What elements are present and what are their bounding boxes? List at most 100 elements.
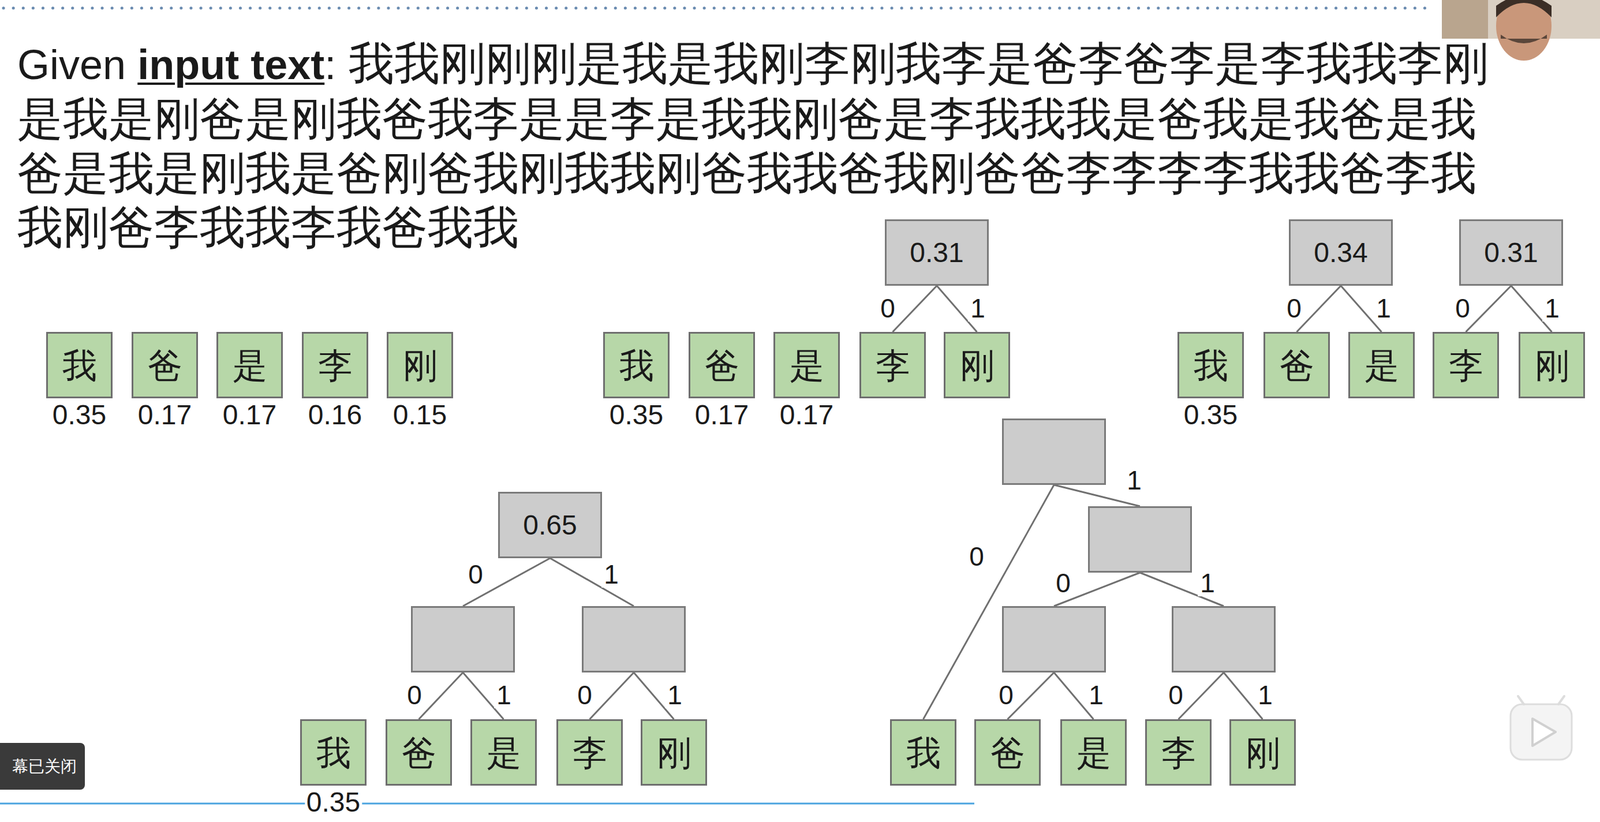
character: 爸 — [704, 348, 740, 383]
merge-box — [1002, 606, 1106, 673]
merge-box — [1088, 506, 1192, 573]
bit-label: 1 — [1197, 569, 1218, 597]
symbol-box: 李 — [556, 719, 623, 786]
character: 是 — [1076, 735, 1112, 770]
tree-branch — [419, 672, 464, 720]
character: 爸 — [401, 735, 437, 770]
probability-value: 0.35 — [1182, 401, 1240, 429]
symbol-box: 爸0.17 — [688, 331, 755, 399]
merge-box: 0.31 — [1459, 219, 1564, 286]
character: 李 — [1161, 735, 1196, 770]
character: 李 — [318, 348, 353, 383]
probability-value: 0.16 — [306, 401, 364, 429]
tree-branch — [892, 285, 938, 332]
symbol-box: 是0.17 — [773, 331, 840, 399]
character: 是 — [1364, 348, 1400, 383]
character: 李 — [572, 735, 608, 770]
character: 我 — [906, 735, 941, 770]
symbol-box: 李 — [1145, 719, 1212, 786]
symbol-box: 爸 — [1263, 331, 1330, 399]
symbol-box: 是 — [1348, 331, 1415, 399]
bit-label: 1 — [601, 561, 622, 588]
probability-value: 0.31 — [909, 238, 964, 267]
bit-label: 1 — [1086, 681, 1106, 709]
merge-box: 0.31 — [884, 219, 989, 286]
bit-label: 1 — [1542, 294, 1562, 322]
bit-label: 0 — [1452, 294, 1473, 322]
symbol-box: 刚 — [943, 331, 1011, 399]
symbol-box: 爸 — [974, 719, 1041, 786]
character: 是 — [486, 735, 522, 770]
input-text-heading: input text — [137, 41, 325, 88]
bit-label: 0 — [1284, 294, 1304, 322]
merge-box — [1002, 418, 1106, 485]
tree-branch — [923, 484, 1055, 720]
dotted-border — [3, 6, 1432, 10]
character: 是 — [789, 348, 825, 383]
character: 刚 — [656, 735, 692, 770]
bit-label: 0 — [465, 561, 486, 588]
caption-status: 幕已关闭 — [0, 742, 85, 790]
symbol-box: 刚 — [640, 719, 708, 786]
symbol-box: 爸0.17 — [131, 331, 198, 399]
character: 我 — [619, 348, 654, 383]
symbol-box: 刚 — [1229, 719, 1296, 786]
character: 我 — [1193, 348, 1229, 383]
character: 刚 — [959, 348, 995, 383]
probability-value: 0.34 — [1313, 238, 1368, 267]
character: 刚 — [402, 348, 438, 383]
intro-word: Given — [17, 41, 126, 88]
symbol-box: 李 — [859, 331, 926, 399]
symbol-box: 刚 — [1518, 331, 1585, 399]
character: 我 — [316, 735, 351, 770]
symbol-box: 我0.35 — [1177, 331, 1244, 399]
probability-value: 0.35 — [607, 401, 665, 429]
bit-label: 1 — [1255, 681, 1276, 709]
character: 爸 — [1279, 348, 1315, 383]
play-button — [1510, 696, 1572, 760]
character: 李 — [1448, 348, 1484, 383]
character: 爸 — [990, 735, 1026, 770]
character: 李 — [875, 348, 911, 383]
symbol-box: 是 — [1060, 719, 1127, 786]
character: 我 — [62, 348, 97, 383]
symbol-box: 李0.16 — [301, 331, 369, 399]
symbol-box: 我0.35 — [603, 331, 670, 399]
probability-value: 0.31 — [1483, 238, 1538, 267]
bit-label: 1 — [664, 681, 685, 709]
symbol-box: 爸 — [385, 719, 452, 786]
symbol-box: 是0.17 — [216, 331, 283, 399]
merge-box: 0.34 — [1288, 219, 1393, 286]
probability-value: 0.17 — [221, 401, 279, 429]
symbol-box: 刚0.15 — [386, 331, 454, 399]
progress-bar — [0, 802, 975, 805]
bit-label: 0 — [1053, 569, 1074, 597]
bit-label: 1 — [967, 294, 988, 322]
caption-badge — [0, 742, 85, 790]
probability-value: 0.17 — [136, 401, 194, 429]
probability-value: 0.15 — [391, 401, 449, 429]
symbol-box: 是 — [470, 719, 537, 786]
bit-label: 1 — [494, 681, 514, 709]
bit-label: 0 — [966, 543, 987, 570]
merge-box — [1171, 606, 1276, 673]
probability-value: 0.65 — [522, 511, 577, 540]
probability-value: 0.35 — [304, 788, 362, 817]
tree-branch — [1466, 285, 1512, 332]
symbol-box: 我0.35 — [300, 719, 367, 786]
symbol-box: 我0.35 — [46, 331, 113, 399]
bit-label: 1 — [1124, 466, 1145, 494]
bit-label: 1 — [1373, 294, 1394, 322]
character: 是 — [232, 348, 268, 383]
character: 刚 — [1534, 348, 1570, 383]
character: 爸 — [147, 348, 183, 383]
symbol-box: 我 — [890, 719, 957, 786]
symbol-box: 李 — [1432, 331, 1499, 399]
merge-box: 0.65 — [498, 491, 603, 559]
probability-value: 0.35 — [50, 401, 108, 429]
bit-label: 0 — [1165, 681, 1186, 709]
merge-box — [581, 606, 686, 673]
tree-branch — [550, 558, 634, 607]
merge-box — [410, 606, 515, 673]
bit-label: 0 — [574, 681, 595, 709]
